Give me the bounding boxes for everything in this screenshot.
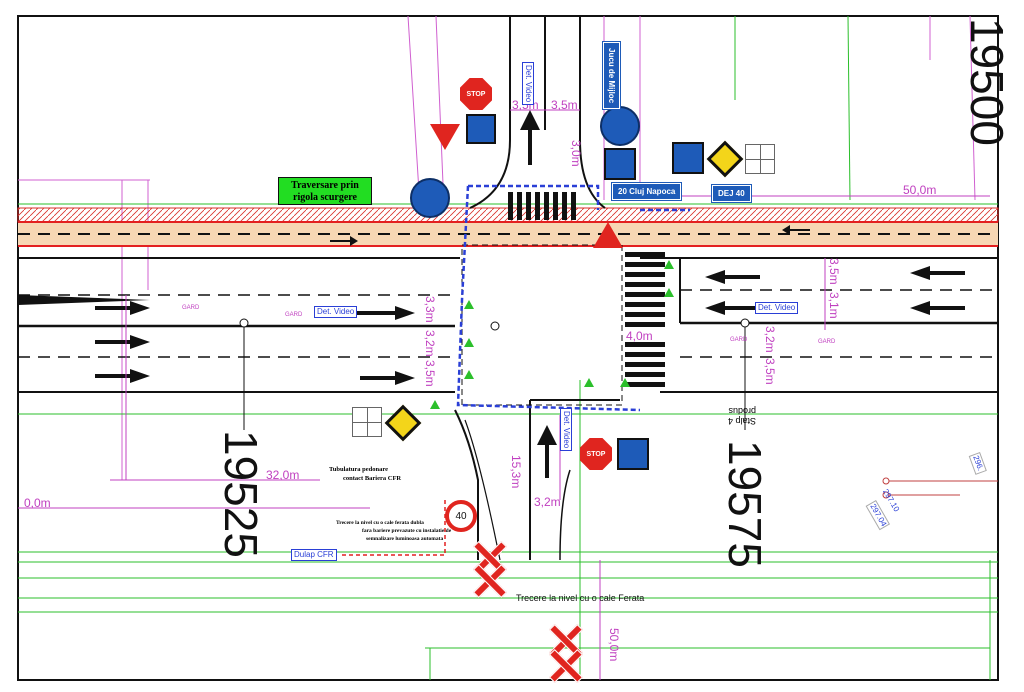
speed-limit-sign: 40	[445, 500, 477, 532]
center-point	[490, 321, 500, 331]
main-road-lines	[18, 257, 998, 393]
lane-width-30: 3,0m	[569, 140, 583, 167]
rail-crossing-note: Trecere la nivel cu o cale ferata dubla …	[336, 520, 452, 542]
width-35-right-2: 3,5m	[763, 358, 777, 385]
fence-label-2: GARD	[285, 312, 303, 318]
drain-crossing-text-2: rigola scurgere	[293, 192, 357, 203]
junction-sign-southwest	[352, 407, 382, 437]
signal-marker-3	[464, 370, 474, 379]
width-35-left: 3,5m	[423, 360, 437, 387]
distance-32-south: 3,2m	[534, 495, 561, 509]
chainage-19575: 19575	[719, 440, 771, 568]
distance-32: 32,0m	[266, 468, 300, 482]
signal-marker-6	[584, 378, 594, 387]
width-32-left: 3,2m	[423, 330, 437, 357]
chainage-19500: 19500	[961, 18, 1013, 146]
signal-marker-8	[620, 378, 630, 387]
detection-loops	[456, 184, 690, 412]
cfr-cabinet: Dulap CFR	[291, 549, 337, 561]
distance-153: 15,3m	[509, 455, 523, 489]
crosswalk-east	[625, 252, 665, 387]
rail-crossing-label: Trecere la nivel cu o cale Ferata	[516, 593, 645, 603]
drain-crossing-label: Traversare prin rigola scurgere	[278, 177, 372, 205]
crosswalk-north	[508, 192, 576, 220]
signal-marker-5	[664, 288, 674, 297]
south-road	[454, 399, 620, 561]
stop-sign-south: STOP	[580, 438, 612, 470]
drawing-frame	[17, 15, 999, 681]
distance-00: 0,0m	[24, 496, 51, 510]
junction-sign-east	[745, 144, 775, 174]
video-detector-west: Det. Video	[314, 306, 358, 318]
priority-sign-east	[672, 142, 704, 174]
distance-4: 4,0m	[626, 329, 653, 343]
stop-sign-north: STOP	[460, 78, 492, 110]
cluj-direction-sign: 20 Cluj Napoca	[610, 182, 683, 201]
signal-marker-7	[430, 400, 440, 409]
signal-marker-2	[464, 338, 474, 347]
signal-marker-4	[664, 260, 674, 269]
yield-priority-sign-north	[466, 114, 496, 144]
drain-crossing-text-1: Traversare prin	[291, 180, 359, 191]
taper	[18, 295, 150, 305]
green-lines	[425, 15, 991, 680]
warning-triangle-east	[593, 222, 623, 248]
lane-arrows	[95, 110, 965, 478]
distance-50-east: 50,0m	[903, 183, 937, 197]
north-road	[469, 16, 606, 209]
dej-direction-sign: DEJ 40	[711, 184, 752, 203]
jucu-direction-sign: Jucu de Mijloc	[602, 38, 621, 114]
rail-crossing-sign-2	[474, 565, 504, 595]
width-32-right: 3,2m	[763, 326, 777, 353]
pole-note: Stalp 4 produs	[728, 406, 757, 426]
distance-50-south: 50,0m	[607, 628, 621, 662]
video-detector-east: Det. Video	[755, 302, 799, 314]
yield-sign-north	[430, 124, 460, 150]
width-31-right: 3,1m	[827, 292, 841, 319]
video-detector-north: Det. Video	[522, 62, 534, 106]
tubulatura-note: Tubulatura pedonare contact Bariera CFR	[329, 466, 402, 482]
chainage-markers	[239, 318, 750, 430]
fence-label-1: GARD	[182, 305, 200, 311]
rail-crossing-sign-4	[550, 650, 580, 680]
fence-label-4: GARD	[818, 339, 836, 345]
pedestrian-crossing-sign-north	[604, 148, 636, 180]
pedestrian-crossing-sign-south	[617, 438, 649, 470]
elevation-marks	[882, 477, 998, 499]
fence-label-3: GARD	[730, 337, 748, 343]
signal-marker-1	[464, 300, 474, 309]
chainage-19525: 19525	[215, 430, 267, 558]
lane-width-35b: 3,5m	[551, 98, 578, 112]
video-detector-south: Det. Video	[560, 408, 572, 452]
width-35-right: 3,5m	[827, 258, 841, 285]
mandatory-sign-north	[600, 106, 640, 146]
width-33-left: 3,3m	[423, 296, 437, 323]
bike-sign-west	[410, 178, 450, 218]
